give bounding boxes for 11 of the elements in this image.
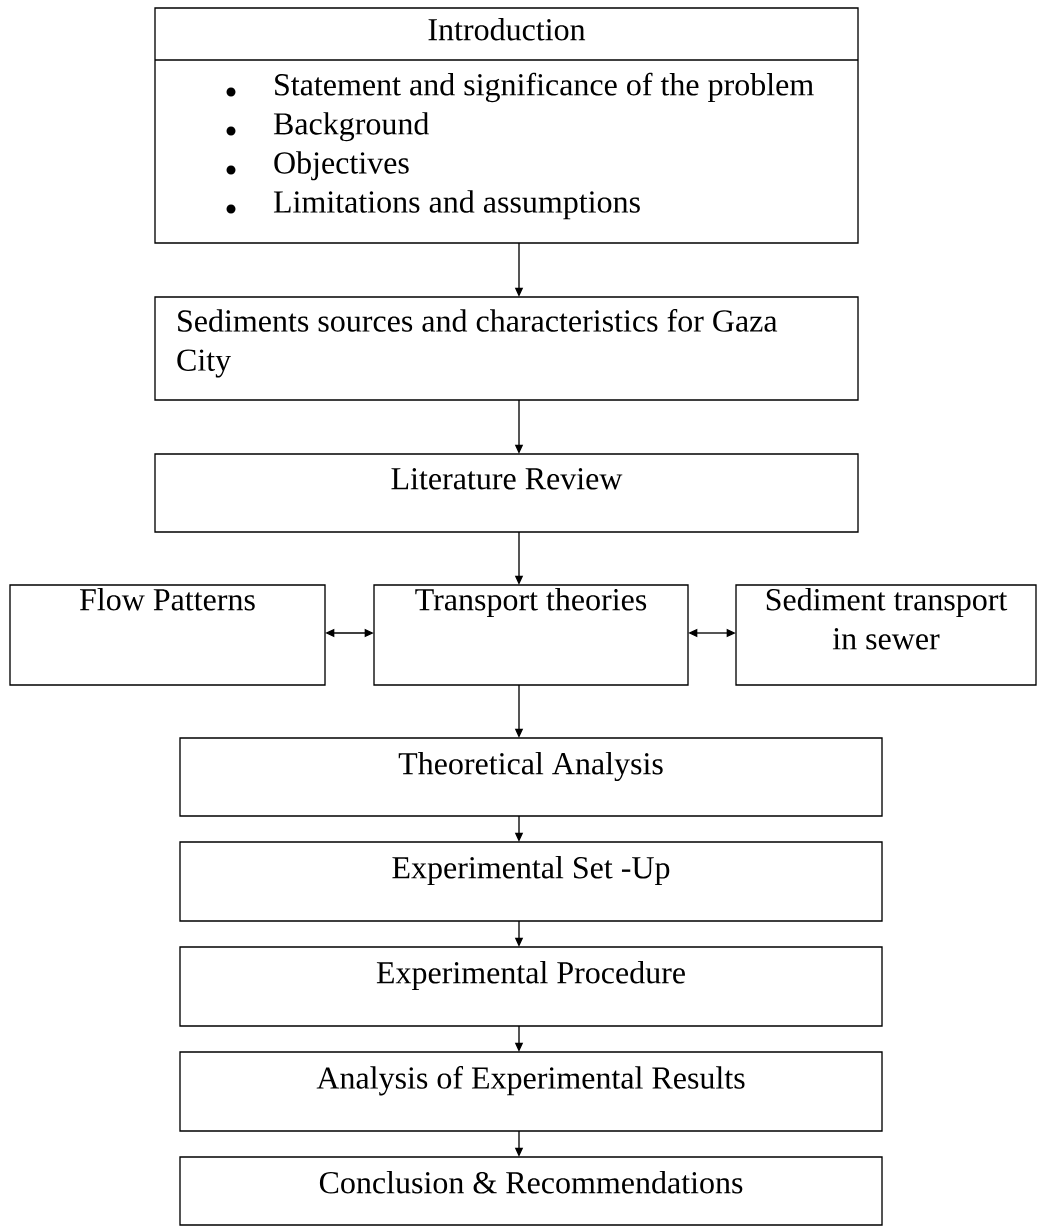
process-box: Introduction Statement and significance of the problem Background Objectives Limitations and assumptions bbox=[154, 7, 859, 244]
process-box: Theoretical Analysis bbox=[179, 737, 883, 817]
process-box: Experimental Set -Up bbox=[179, 841, 883, 922]
process-box: Experimental Procedure bbox=[179, 946, 883, 1027]
process-box: Sediments sources and characteristics for Gaza City bbox=[154, 296, 859, 401]
process-box: Conclusion & Recommendations bbox=[179, 1156, 883, 1226]
process-box: Transport theories bbox=[373, 584, 689, 686]
process-box: Literature Review bbox=[154, 453, 859, 533]
process-box: Sediment transport in sewer bbox=[735, 584, 1037, 686]
process-box: Flow Patterns bbox=[9, 584, 326, 686]
process-box: Analysis of Experimental Results bbox=[179, 1051, 883, 1132]
